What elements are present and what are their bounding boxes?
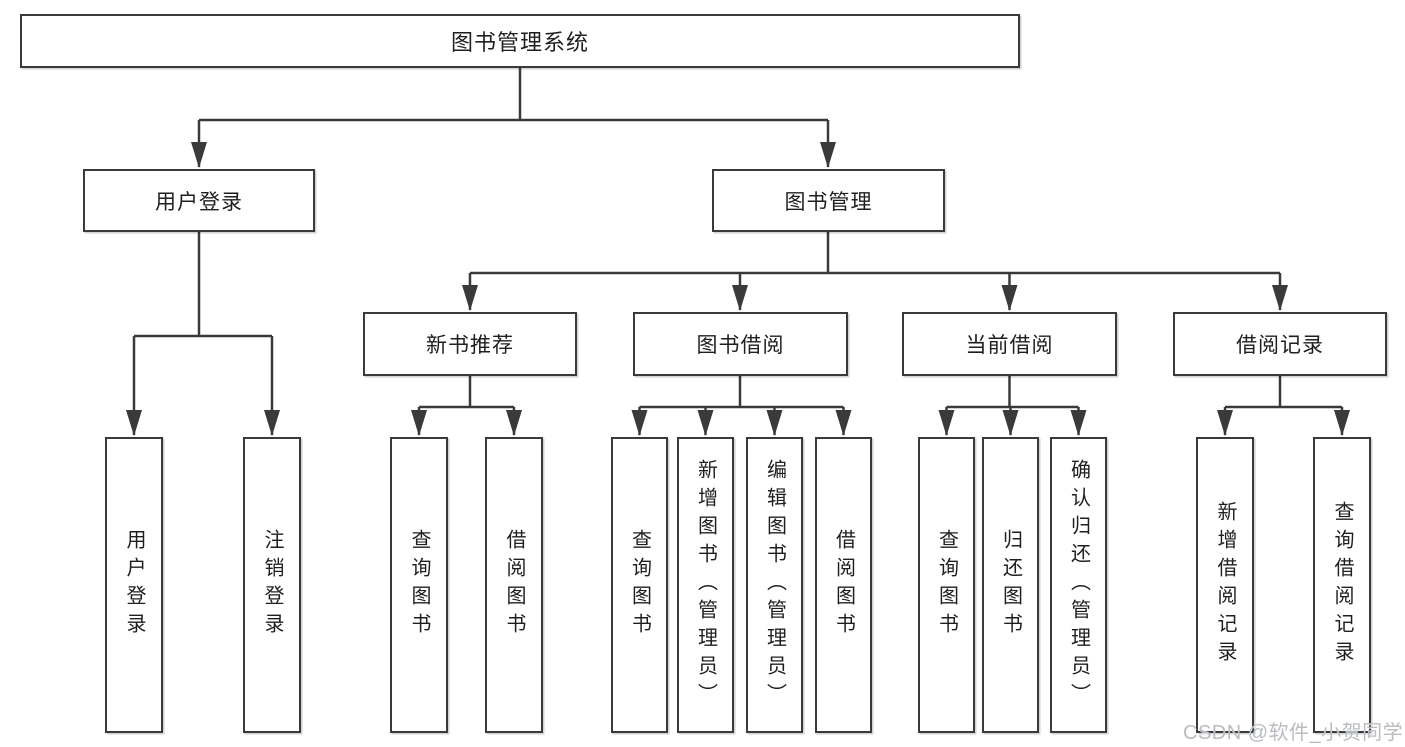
node-book-management: 图书管理 [712,169,945,232]
node-label: 查询图书 [408,529,430,641]
node-label: 新书推荐 [426,334,514,357]
node-label: 用户登录 [123,529,145,641]
node-label: 查询图书 [628,529,651,641]
connector-book-borrowing-to-leaves [631,376,852,436]
leaf-borrow-books-borrowing: 借阅图书 [815,437,872,733]
node-label: 归还图书 [999,529,1022,641]
node-label: 编辑图书（管理员） [763,459,786,711]
node-current-borrowing: 当前借阅 [902,312,1117,376]
node-label: 借阅图书 [832,529,855,641]
leaf-user-login: 用户登录 [105,437,163,733]
node-label: 查询图书 [935,529,958,641]
node-label: 借阅图书 [503,529,525,641]
node-library-management-system: 图书管理系统 [20,14,1020,68]
leaf-confirm-return-admin: 确认归还（管理员） [1050,437,1107,733]
node-label: 借阅记录 [1236,334,1324,357]
node-label: 图书借阅 [696,334,785,357]
node-label: 确认归还（管理员） [1067,459,1090,711]
connector-user-login-to-leaves [126,232,280,436]
connector-new-book-recommend-to-leaves [411,376,522,436]
leaf-add-borrow-record: 新增借阅记录 [1196,437,1254,733]
connector-borrow-records-to-leaves [1217,376,1350,436]
leaf-query-books-current: 查询图书 [918,437,975,733]
node-book-borrowing: 图书借阅 [633,312,848,376]
connector-book-management-to-level3 [462,232,1288,311]
connector-root-to-level2 [191,67,836,168]
leaf-return-books: 归还图书 [982,437,1039,733]
node-label: 用户登录 [155,190,243,214]
node-label: 查询借阅记录 [1331,501,1353,669]
node-label: 图书管理 [784,190,873,214]
node-label: 注销登录 [261,529,283,641]
leaf-add-books-admin: 新增图书（管理员） [677,437,734,733]
node-user-login: 用户登录 [83,169,315,232]
node-borrow-records: 借阅记录 [1173,312,1387,376]
leaf-query-books-borrowing: 查询图书 [611,437,668,733]
leaf-query-books-recommend: 查询图书 [390,437,448,733]
leaf-edit-books-admin: 编辑图书（管理员） [746,437,803,733]
leaf-query-borrow-record: 查询借阅记录 [1313,437,1371,733]
node-label: 新增图书（管理员） [694,459,717,711]
node-new-book-recommend: 新书推荐 [363,312,577,376]
leaf-logout: 注销登录 [243,437,301,733]
leaf-borrow-books-recommend: 借阅图书 [485,437,543,733]
node-label: 新增借阅记录 [1214,501,1236,669]
watermark: CSDN @软件_小贺同学 [1183,722,1404,744]
node-label: 图书管理系统 [450,30,589,55]
connector-current-borrowing-to-leaves [938,376,1087,436]
node-label: 当前借阅 [965,334,1054,357]
